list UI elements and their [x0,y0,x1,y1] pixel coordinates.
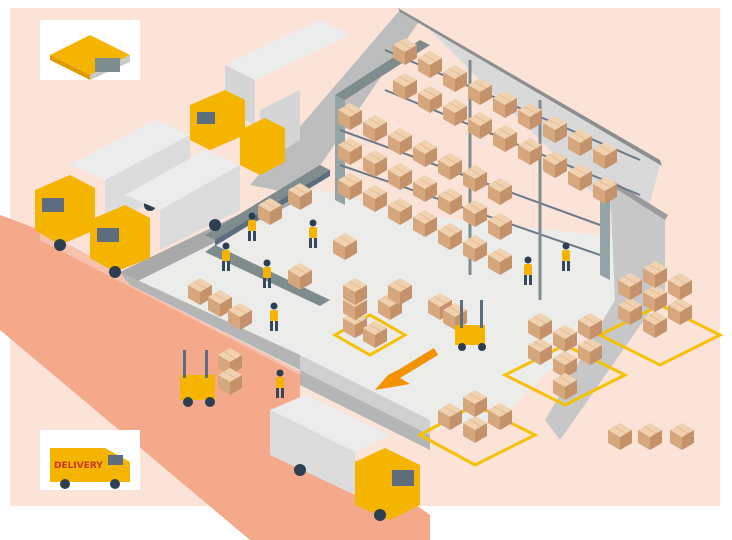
truck-top-1 [190,20,350,150]
warehouse-badge [40,20,140,80]
truck-left-2 [90,150,240,278]
forklift-inside [455,300,486,351]
delivery-badge: DELIVERY [40,430,140,490]
front-wall-right-top [300,355,430,435]
forklift-outside [180,347,243,407]
right-outer-wall-top [610,182,668,220]
delivery-van-icon [50,448,130,489]
outdoor-pallets [416,260,724,467]
floor-pallets [187,232,468,357]
truck-left [35,120,190,251]
front-wall-right [300,370,430,450]
truck-bottom [270,395,420,521]
truck-top-2 [240,90,300,175]
right-outer-wall [545,185,665,440]
back-wall-top [398,8,662,166]
direction-arrow [375,348,438,390]
front-wall-left [120,272,300,370]
warehouse-icon [50,35,130,80]
van-label: DELIVERY [54,461,103,471]
